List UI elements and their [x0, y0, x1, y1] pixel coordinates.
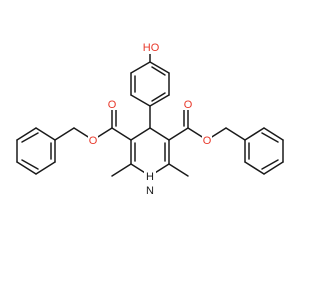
structure-canvas: HO O O O O H N [16, 41, 284, 197]
molecule-structure: HO O O O O H N [16, 41, 284, 197]
left-carbonyl-oxygen: O [108, 99, 117, 111]
dihydropyridine-ring [130, 127, 170, 177]
left-ether-oxygen: O [89, 135, 98, 147]
ring-nh-label: H [146, 171, 154, 183]
methyl-left-bond [111, 163, 132, 177]
right-carbonyl-oxygen: O [184, 99, 193, 111]
left-phenyl-ring [16, 127, 56, 175]
right-phenyl-ring [244, 127, 284, 175]
phenol-ring [130, 61, 170, 107]
methyl-right-bond [168, 163, 189, 177]
right-ether-oxygen: O [203, 135, 212, 147]
hydroxyl-label: HO [143, 42, 160, 54]
ring-n-label: N [146, 185, 154, 197]
